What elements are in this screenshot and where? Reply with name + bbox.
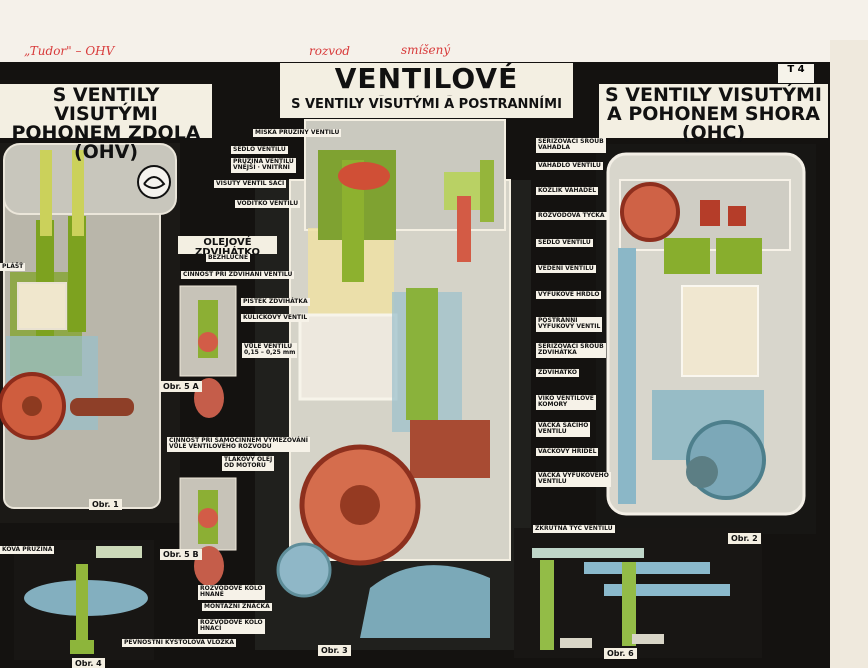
plast-label: PLÁŠŤ <box>0 263 26 272</box>
handwritten-note-left: „Tudor" – OHV <box>24 44 115 58</box>
right-ohc-engine <box>596 144 816 534</box>
cinnost-label: ČINNOST PŘI ZDVIHÁNÍ VENTILU <box>181 271 295 280</box>
small-valve-figure-4 <box>14 540 154 660</box>
right-label-2: VAHADLO VENTILU <box>536 162 603 171</box>
plate-id-badge: T 4 <box>777 63 815 84</box>
figure-3-label: Obr. 3 <box>318 645 351 656</box>
right-label-3: KOZLÍK VAHADEL <box>536 187 599 196</box>
cinnost2-label: ČINNOST PŘI SAMOČINNÉM VYMEZOVÁNÍ VŮLE V… <box>167 437 310 452</box>
center-label-3: PRUŽINA VENTILU VNĚJŠÍ · VNITŘNÍ <box>231 158 296 173</box>
right-label-1: SEŘIZOVACÍ ŠROUB VAHADLA <box>536 138 606 153</box>
handwritten-note-right: smíšený <box>401 43 451 57</box>
pistek-label: PÍSTEK ZDVIHÁTKA <box>241 298 310 307</box>
center-label-2: SEDLO VENTILU <box>231 146 288 155</box>
spring-label: KOVÁ PRUŽINA <box>0 546 55 555</box>
figure-4-label: Obr. 4 <box>72 658 105 668</box>
kulickovy-label: KULIČKOVÝ VENTIL <box>241 314 310 323</box>
right-label-4: ROZVODOVÁ TYČKA <box>536 212 607 221</box>
figure-6-label: Obr. 6 <box>604 648 637 659</box>
figure-5a-label: Obr. 5 A <box>160 381 202 392</box>
left-ohv-engine <box>0 143 180 523</box>
subtitle: S VENTILY VISUTÝMI A POSTRANNÍMI <box>280 96 573 118</box>
right-label-13: VAČKOVÝ HŘÍDEL <box>536 448 599 457</box>
figure-2-label: Obr. 2 <box>728 533 761 544</box>
montazni-label: MONTÁŽNÍ ZNAČKA <box>202 603 272 612</box>
figure-1-label: Obr. 1 <box>89 499 122 510</box>
oil-lifter-figures <box>179 285 237 586</box>
left-title: S VENTILY VISUTÝMI POHONEM ZDOLA (OHV) <box>0 84 212 162</box>
center-label-5: VODÍTKO VENTILU <box>235 200 301 209</box>
olejove-title: OLEJOVÉ ZDVIHÁTKO <box>178 236 277 258</box>
paper-edge <box>830 40 868 668</box>
right-label-5: SEDLO VENTILU <box>536 239 593 248</box>
pevnostni-label: PEVNOSTNÍ KYSTOLOVÁ VLOŽKA <box>122 639 237 648</box>
olejove-subtitle: BEZHLUČNÉ <box>206 254 251 263</box>
right-label-7: VÝFUKOVÉ HRDLO <box>536 291 602 300</box>
right-label-11: VÍKO VENTILOVÉ KOMORY <box>536 395 596 410</box>
right-label-12: VAČKA SACÍHO VENTILU <box>536 422 591 437</box>
right-label-9: SEŘIZOVACÍ ŠROUB ZDVIHÁTKA <box>536 343 606 358</box>
main-title: VENTILOVÉ ROZVODY <box>280 63 573 121</box>
right-label-14: VAČKA VÝFUKOVÉHO VENTILU <box>536 472 611 487</box>
right-label-10: ZDVIHÁTKO <box>536 369 579 378</box>
center-label-4: VISUTÝ VENTIL SACÍ <box>214 180 287 189</box>
handwritten-note-middle: rozvod <box>309 44 350 58</box>
center-label-1: MISKA PRUŽINY VENTILU <box>253 129 342 138</box>
small-valve-figure-6 <box>514 528 762 658</box>
vule-label: VŮLE VENTILU 0,15 – 0,25 mm <box>242 343 298 358</box>
right-label-6: VEDENÍ VENTILU <box>536 265 596 274</box>
right-label-8: POSTRANNÍ VÝFUKOVÝ VENTIL <box>536 317 603 332</box>
center-side-valve-engine <box>255 119 531 650</box>
rozvodove-hnane-label: ROZVODOVÉ KOLO HNANÉ <box>198 585 265 600</box>
figure-5b-label: Obr. 5 B <box>160 549 202 560</box>
bottom-right-label: ZKRUTNÁ TYČ VENTILU <box>533 525 615 534</box>
right-title: S VENTILY VISUTÝMI A POHONEM SHORA (OHC) <box>599 84 828 143</box>
tlakovy-label: TLAKOVÝ OLEJ OD MOTORU <box>222 456 275 471</box>
rozvodove-hnaci-label: ROZVODOVÉ KOLO HNACÍ <box>198 619 265 634</box>
